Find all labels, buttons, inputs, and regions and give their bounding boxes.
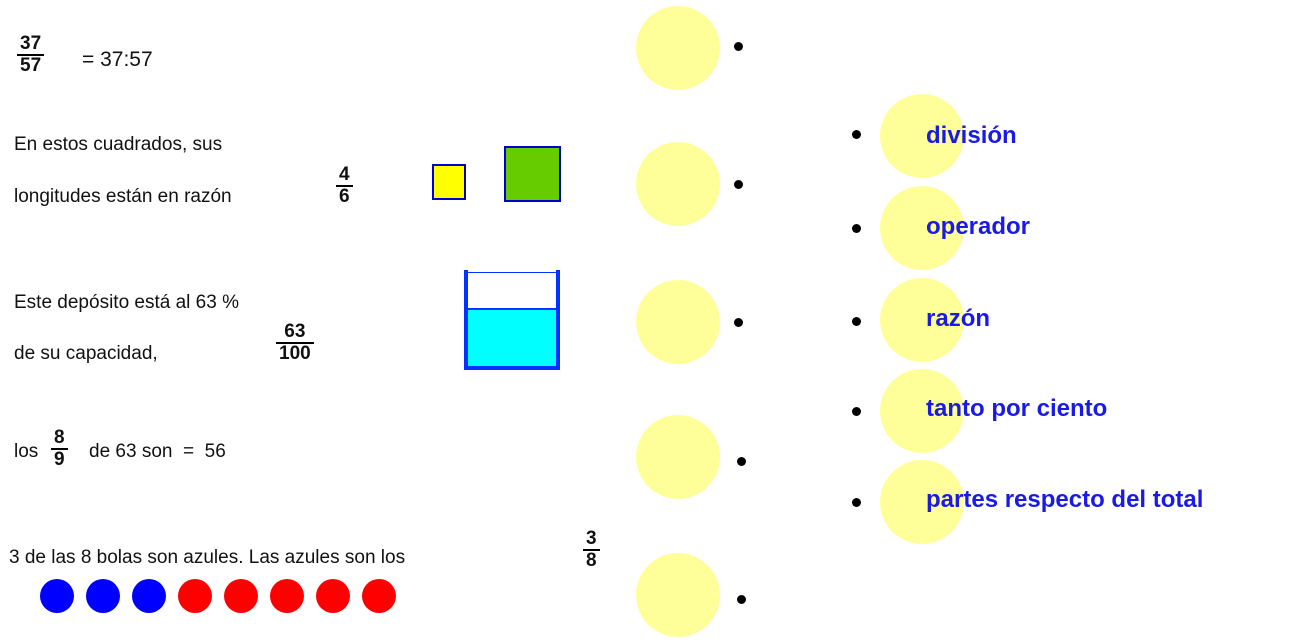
red-ball xyxy=(270,579,304,613)
operator-prefix: los xyxy=(14,441,39,462)
connector-dot-right-3[interactable] xyxy=(852,317,861,326)
fraction-denominator: 57 xyxy=(20,55,42,76)
fraction-numerator: 3 xyxy=(586,528,597,549)
fraction-63-100: 63 100 xyxy=(276,322,314,364)
fraction-numerator: 37 xyxy=(20,33,42,54)
option-tanto-por-ciento[interactable]: tanto por ciento xyxy=(926,395,1108,422)
red-ball xyxy=(362,579,396,613)
fraction-numerator: 8 xyxy=(54,427,65,448)
tank-right-wall xyxy=(556,270,560,370)
water-tank xyxy=(464,270,560,370)
tank-text-line1: Este depósito está al 63 % xyxy=(14,292,239,313)
fraction-denominator: 100 xyxy=(279,343,311,364)
large-green-square xyxy=(504,146,561,202)
fraction-bar xyxy=(583,549,600,551)
squares-text-line1: En estos cuadrados, sus xyxy=(14,134,223,155)
connector-dot-right-1[interactable] xyxy=(852,130,861,139)
blue-ball xyxy=(40,579,74,613)
fraction-8-9: 8 9 xyxy=(51,428,68,470)
fraction-4-6: 4 6 xyxy=(336,165,353,207)
drop-target-3[interactable] xyxy=(636,280,720,364)
drop-target-1[interactable] xyxy=(636,6,720,90)
connector-dot-right-2[interactable] xyxy=(852,224,861,233)
small-yellow-square xyxy=(432,164,466,200)
tank-top-line xyxy=(468,272,556,273)
squares-text-line2: longitudes están en razón xyxy=(14,186,232,207)
fraction-bar xyxy=(17,54,45,56)
fraction-denominator: 6 xyxy=(339,186,350,207)
option-circle-1[interactable] xyxy=(880,94,964,178)
operator-suffix: de 63 son = 56 xyxy=(89,441,226,462)
connector-dot-left-5[interactable] xyxy=(737,595,746,604)
fraction-denominator: 9 xyxy=(54,449,65,470)
balls-text: 3 de las 8 bolas son azules. Las azules … xyxy=(9,547,406,568)
option-razon[interactable]: razón xyxy=(926,305,991,332)
drop-target-5[interactable] xyxy=(636,553,720,637)
blue-ball xyxy=(86,579,120,613)
ratio-notation-text: = 37:57 xyxy=(82,48,153,71)
drop-target-2[interactable] xyxy=(636,142,720,226)
blue-ball xyxy=(132,579,166,613)
drop-target-4[interactable] xyxy=(636,415,720,499)
fraction-3-8: 3 8 xyxy=(583,529,600,571)
red-ball xyxy=(178,579,212,613)
connector-dot-left-1[interactable] xyxy=(734,42,743,51)
option-circle-4[interactable] xyxy=(880,369,964,453)
fraction-bar xyxy=(336,185,353,187)
connector-dot-right-5[interactable] xyxy=(852,498,861,507)
fraction-numerator: 4 xyxy=(339,164,350,185)
option-circle-5[interactable] xyxy=(880,460,964,544)
option-division[interactable]: división xyxy=(926,122,1017,149)
fraction-numerator: 63 xyxy=(284,321,306,342)
red-ball xyxy=(224,579,258,613)
connector-dot-left-4[interactable] xyxy=(737,457,746,466)
connector-dot-left-2[interactable] xyxy=(734,180,743,189)
fraction-bar xyxy=(276,342,314,344)
fraction-37-57: 37 57 xyxy=(17,33,45,76)
option-circle-2[interactable] xyxy=(880,186,964,270)
connector-dot-right-4[interactable] xyxy=(852,407,861,416)
option-operador[interactable]: operador xyxy=(926,213,1031,240)
fraction-denominator: 8 xyxy=(586,550,597,571)
balls-row xyxy=(40,579,400,615)
option-circle-3[interactable] xyxy=(880,278,964,362)
red-ball xyxy=(316,579,350,613)
connector-dot-left-3[interactable] xyxy=(734,318,743,327)
fraction-bar xyxy=(51,448,68,450)
tank-bottom xyxy=(464,366,560,370)
option-partes-respecto-del-total[interactable]: partes respecto del total xyxy=(926,486,1204,513)
tank-water xyxy=(468,308,556,366)
tank-left-wall xyxy=(464,270,468,370)
tank-text-line2: de su capacidad, xyxy=(14,343,158,364)
